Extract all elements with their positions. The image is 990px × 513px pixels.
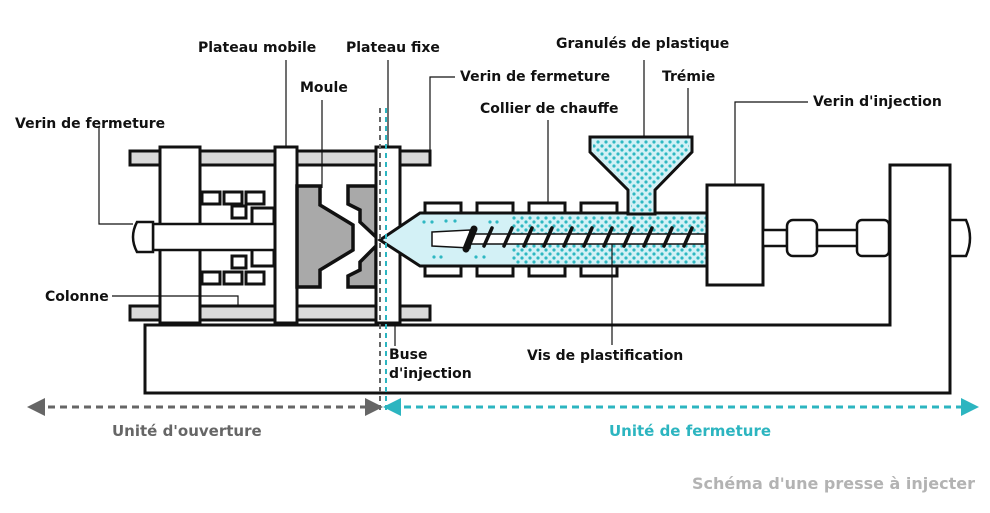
injection-cylinder [705, 183, 765, 287]
zone-label-fermeture: Unité de fermeture [609, 422, 771, 440]
rear-cylinder-head [948, 218, 972, 258]
heater-bands [423, 201, 619, 278]
moving-platen [273, 145, 299, 325]
label-plateau-fixe: Plateau fixe [346, 40, 440, 56]
label-verin-fermeture-right: Verin de fermeture [460, 69, 610, 85]
screw-tip [462, 225, 478, 253]
screw-flights [482, 226, 694, 248]
clamp-rod [151, 222, 277, 252]
label-granules: Granulés de plastique [556, 36, 729, 52]
injection-rod-2 [815, 228, 861, 248]
label-buse-line2: d'injection [389, 366, 472, 382]
injection-coupling-1 [785, 218, 819, 258]
label-vis: Vis de plastification [527, 348, 683, 364]
label-moule: Moule [300, 80, 348, 96]
label-buse-line1: Buse [389, 347, 427, 363]
label-verin-fermeture-left: Verin de fermeture [15, 116, 165, 132]
label-verin-injection: Verin d'injection [813, 94, 942, 110]
injection-rod [761, 228, 789, 248]
label-plateau-mobile: Plateau mobile [198, 40, 316, 56]
label-collier: Collier de chauffe [480, 101, 618, 117]
leader-lines [98, 60, 808, 346]
label-colonne: Colonne [45, 289, 109, 305]
barrel-pellet-dots-front [422, 219, 499, 259]
clamp-cylinder-head [131, 220, 155, 254]
label-tremie: Trémie [662, 69, 715, 85]
zone-label-ouverture: Unité d'ouverture [112, 422, 262, 440]
machine-base [143, 163, 952, 395]
hopper-pellets [593, 140, 689, 212]
diagram-caption: Schéma d'une presse à injecter [692, 474, 975, 493]
injection-coupling-2 [855, 218, 891, 258]
mold-moving-half [295, 184, 355, 289]
